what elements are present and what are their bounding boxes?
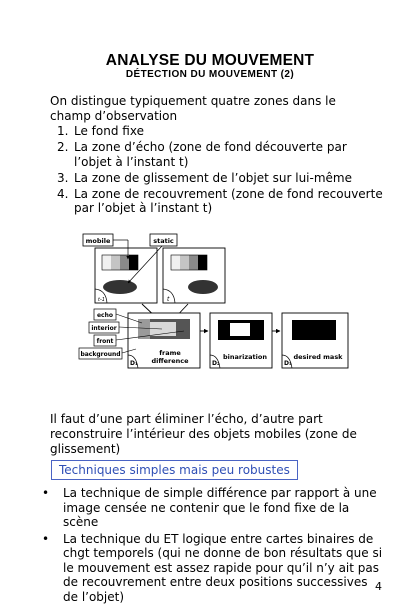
zone-pointer — [115, 313, 143, 324]
list-item: 1. Le fond fixe — [50, 124, 385, 139]
zone-pointer — [118, 326, 163, 330]
list-item-text: La zone de glissement de l’objet sur lui… — [74, 170, 352, 185]
list-item-text: Le fond fixe — [74, 124, 144, 138]
gradient-bar-outline — [101, 254, 139, 271]
gradient-bar-static — [171, 255, 180, 270]
front-label: front — [97, 338, 114, 345]
interior-label: interior — [91, 325, 116, 332]
list-item-text: La zone de recouvrement (zone de fond re… — [74, 186, 383, 216]
d1-label: D₁ — [130, 360, 138, 367]
background-label: background — [80, 351, 120, 358]
list-item: 3. La zone de glissement de l’objet sur l… — [50, 171, 385, 186]
interior-label-box — [88, 321, 120, 334]
time-label-t-minus-1: t-1 — [98, 297, 105, 303]
difference-echo — [138, 319, 150, 339]
difference-interior — [150, 322, 176, 336]
d3-label: D₃ — [284, 360, 292, 367]
list-item: 4. La zone de recouvrement (zone de fond … — [50, 187, 385, 216]
list-item: • La technique du ET logique entre cartes… — [40, 532, 385, 605]
binarization-label: binarization — [223, 353, 267, 361]
gradient-bar-mobile — [111, 255, 120, 270]
gradient-bar-mobile — [129, 255, 138, 270]
moved-object — [188, 280, 218, 294]
gradient-bar-static — [180, 255, 189, 270]
conclusion-paragraph: Il faut d’une part éliminer l’écho, d’au… — [50, 412, 357, 456]
d2-label: D₂ — [212, 360, 220, 367]
time-arc — [94, 288, 108, 304]
list-item: 2. La zone d’écho (zone de fond découvert… — [50, 140, 385, 169]
list-number: 2. — [57, 140, 69, 154]
zone-list: 1. Le fond fixe 2. La zone d’écho (zone de… — [50, 124, 385, 217]
echo-label: echo — [97, 312, 113, 319]
callout-line — [127, 245, 163, 284]
bullet-icon: • — [42, 486, 50, 500]
list-item: • La technique de simple différence par r… — [40, 486, 385, 530]
list-item-text: La zone d’écho (zone de fond découverte … — [74, 140, 347, 169]
time-label-t: t — [167, 296, 170, 303]
gradient-bar-mobile — [102, 255, 111, 270]
static-label: static — [153, 237, 174, 245]
mobile-label: mobile — [86, 237, 111, 245]
technique-list: • La technique de simple différence par r… — [40, 486, 385, 606]
page-subtitle: DÉTECTION DU MOUVEMENT (2) — [125, 69, 295, 80]
page-title: ANALYSE DU MOUVEMENT — [105, 52, 315, 69]
time-arc — [127, 354, 139, 369]
static-label-box — [149, 233, 178, 247]
gradient-bar-static — [198, 255, 207, 270]
gradient-bar-static — [189, 255, 198, 270]
list-number: 3. — [57, 170, 69, 185]
time-arc — [281, 354, 293, 369]
mask-region — [292, 320, 336, 340]
zone-pointer — [115, 330, 185, 341]
zone-pointer — [121, 348, 137, 354]
frame-difference-label: frame — [159, 349, 181, 357]
section-heading: Techniques simples mais peu robustes — [51, 460, 298, 480]
echo-label-box — [93, 308, 117, 321]
bullet-icon: • — [42, 531, 50, 546]
gradient-bar-outline — [170, 254, 208, 271]
desired-mask-label: desired mask — [293, 353, 343, 361]
motion-detection-diagram: mobile static t-1 t echo inter — [78, 233, 349, 369]
intro-paragraph: On distingue typiquement quatre zones da… — [50, 94, 336, 123]
mobile-object — [103, 280, 137, 294]
time-arc — [209, 354, 221, 369]
list-item-text: La technique de simple différence par ra… — [63, 486, 377, 529]
list-number: 4. — [57, 186, 69, 201]
frame-difference-label: difference — [151, 357, 189, 365]
time-arc — [162, 288, 176, 304]
front-label-box — [93, 334, 117, 347]
gradient-bar-mobile — [120, 255, 129, 270]
background-label-box — [78, 347, 123, 360]
list-number: 1. — [57, 124, 69, 138]
list-item-text: La technique du ET logique entre cartes … — [63, 531, 383, 604]
page-number: 4 — [375, 580, 382, 593]
binary-hole — [230, 323, 250, 336]
